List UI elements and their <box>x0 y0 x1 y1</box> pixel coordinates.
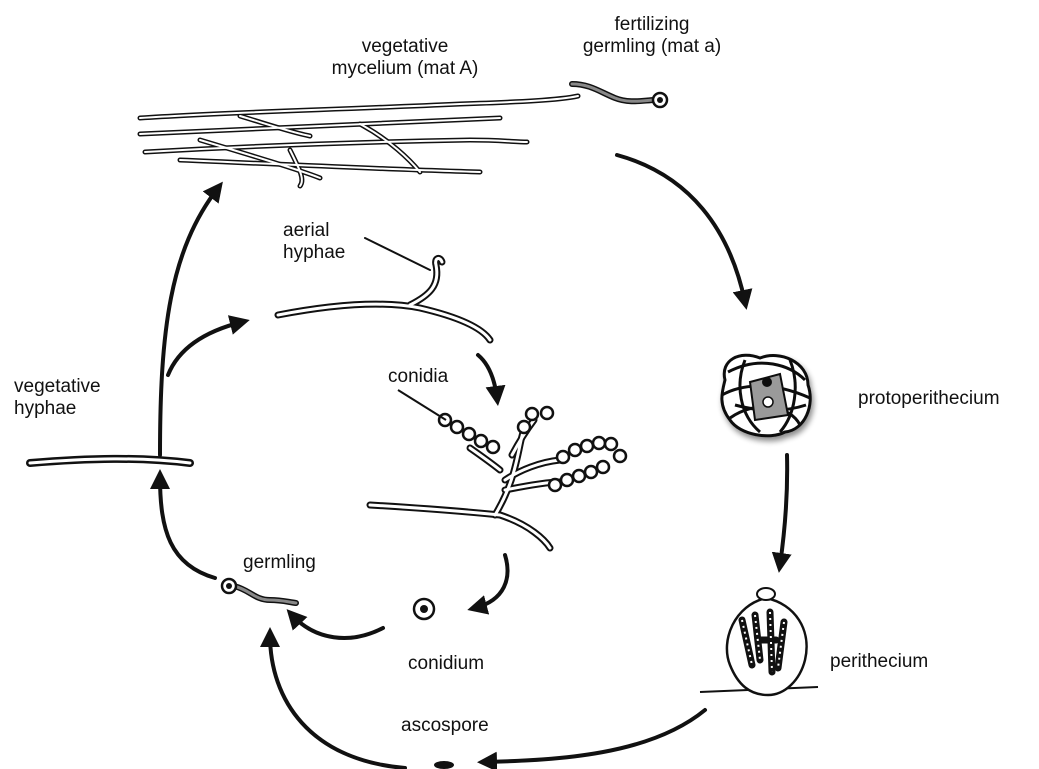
label-vegetative-mycelium-line1: vegetative <box>300 36 510 58</box>
vegetative-hyphae-drawing <box>30 459 190 463</box>
arrow-vegetative-hyphae-to-aerial-hyphae <box>168 322 242 375</box>
label-vegetative-mycelium: vegetative mycelium (mat A) <box>300 36 510 80</box>
arrow-ascospore-to-germling <box>270 635 405 768</box>
label-aerial-hyphae: aerial hyphae <box>283 220 345 264</box>
cycle-arrows <box>160 155 787 768</box>
ascospore-drawing <box>434 761 454 769</box>
arrow-mycelium-to-protoperithecium <box>617 155 745 302</box>
label-conidia: conidia <box>388 366 448 388</box>
arrow-conidiophore-to-conidium <box>475 555 507 608</box>
label-aerial-hyphae-line2: hyphae <box>283 242 345 264</box>
label-fertilizing-germling-line2: germling (mat a) <box>552 36 752 58</box>
conidium-drawing <box>414 599 434 619</box>
vegetative-mycelium-drawing <box>140 96 578 186</box>
label-vegetative-mycelium-line2: mycelium (mat A) <box>300 58 510 80</box>
fertilizing-germling-drawing <box>572 84 667 107</box>
perithecium-drawing <box>700 588 818 695</box>
label-fertilizing-germling-line1: fertilizing <box>552 14 752 36</box>
arrow-protoperithecium-to-perithecium <box>780 455 787 565</box>
label-protoperithecium: protoperithecium <box>858 388 1000 410</box>
germling-drawing <box>222 579 296 603</box>
arrow-conidium-to-germling <box>292 615 383 638</box>
label-conidium: conidium <box>408 653 484 675</box>
protoperithecium-drawing <box>722 355 810 436</box>
label-fertilizing-germling: fertilizing germling (mat a) <box>552 14 752 58</box>
arrow-aerial-hyphae-to-conidiophore <box>478 355 497 398</box>
label-perithecium: perithecium <box>830 651 928 673</box>
label-aerial-hyphae-line1: aerial <box>283 220 345 242</box>
arrow-germling-to-vegetative-hyphae <box>160 477 215 578</box>
label-vegetative-hyphae: vegetative hyphae <box>14 376 101 420</box>
label-vegetative-hyphae-line2: hyphae <box>14 398 101 420</box>
label-vegetative-hyphae-line1: vegetative <box>14 376 101 398</box>
label-ascospore: ascospore <box>401 715 489 737</box>
conidiophore-drawing <box>370 390 626 548</box>
label-germling: germling <box>243 552 316 574</box>
arrow-perithecium-to-ascospore <box>485 710 705 762</box>
arrow-vegetative-hyphae-to-mycelium <box>160 188 218 455</box>
